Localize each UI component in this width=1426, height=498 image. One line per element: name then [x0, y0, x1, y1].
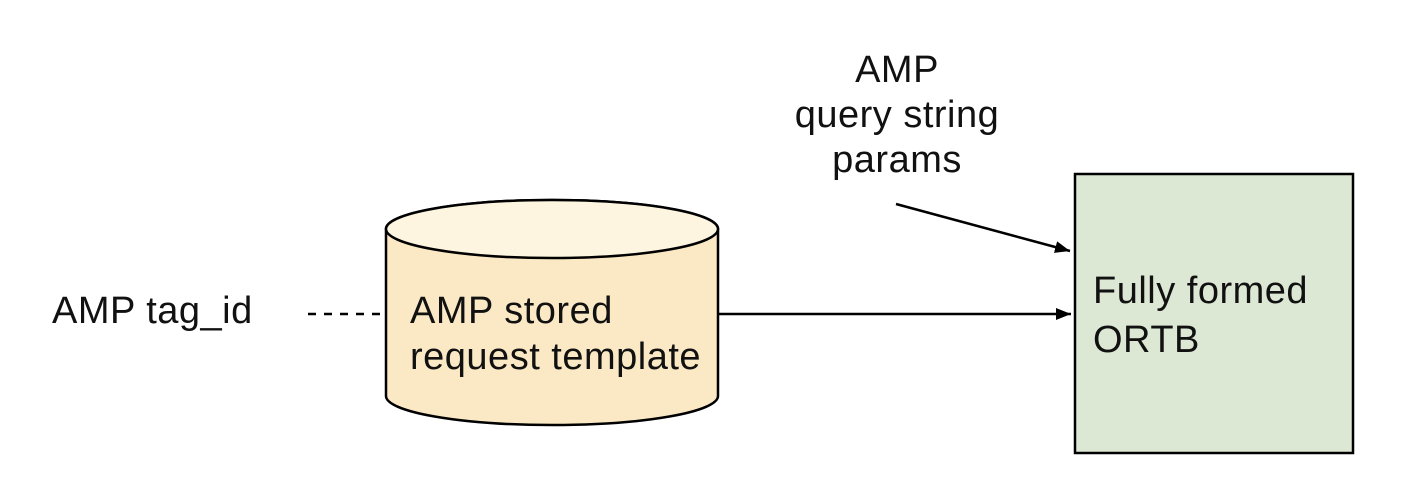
cylinder-top-shape — [384, 198, 720, 260]
stored-request-cylinder-shape — [384, 198, 720, 427]
amp-tag-id-label: AMP tag_id — [52, 290, 253, 332]
amp-query-string-params-label: AMP query string params — [794, 49, 1000, 181]
stored-request-template-label: AMP stored request template — [410, 290, 702, 378]
fully-formed-ortb-label: Fully formed ORTB — [1093, 270, 1309, 361]
edge-queryparams-to-ortb — [895, 202, 1071, 253]
ortb-box-shape — [1073, 172, 1355, 455]
